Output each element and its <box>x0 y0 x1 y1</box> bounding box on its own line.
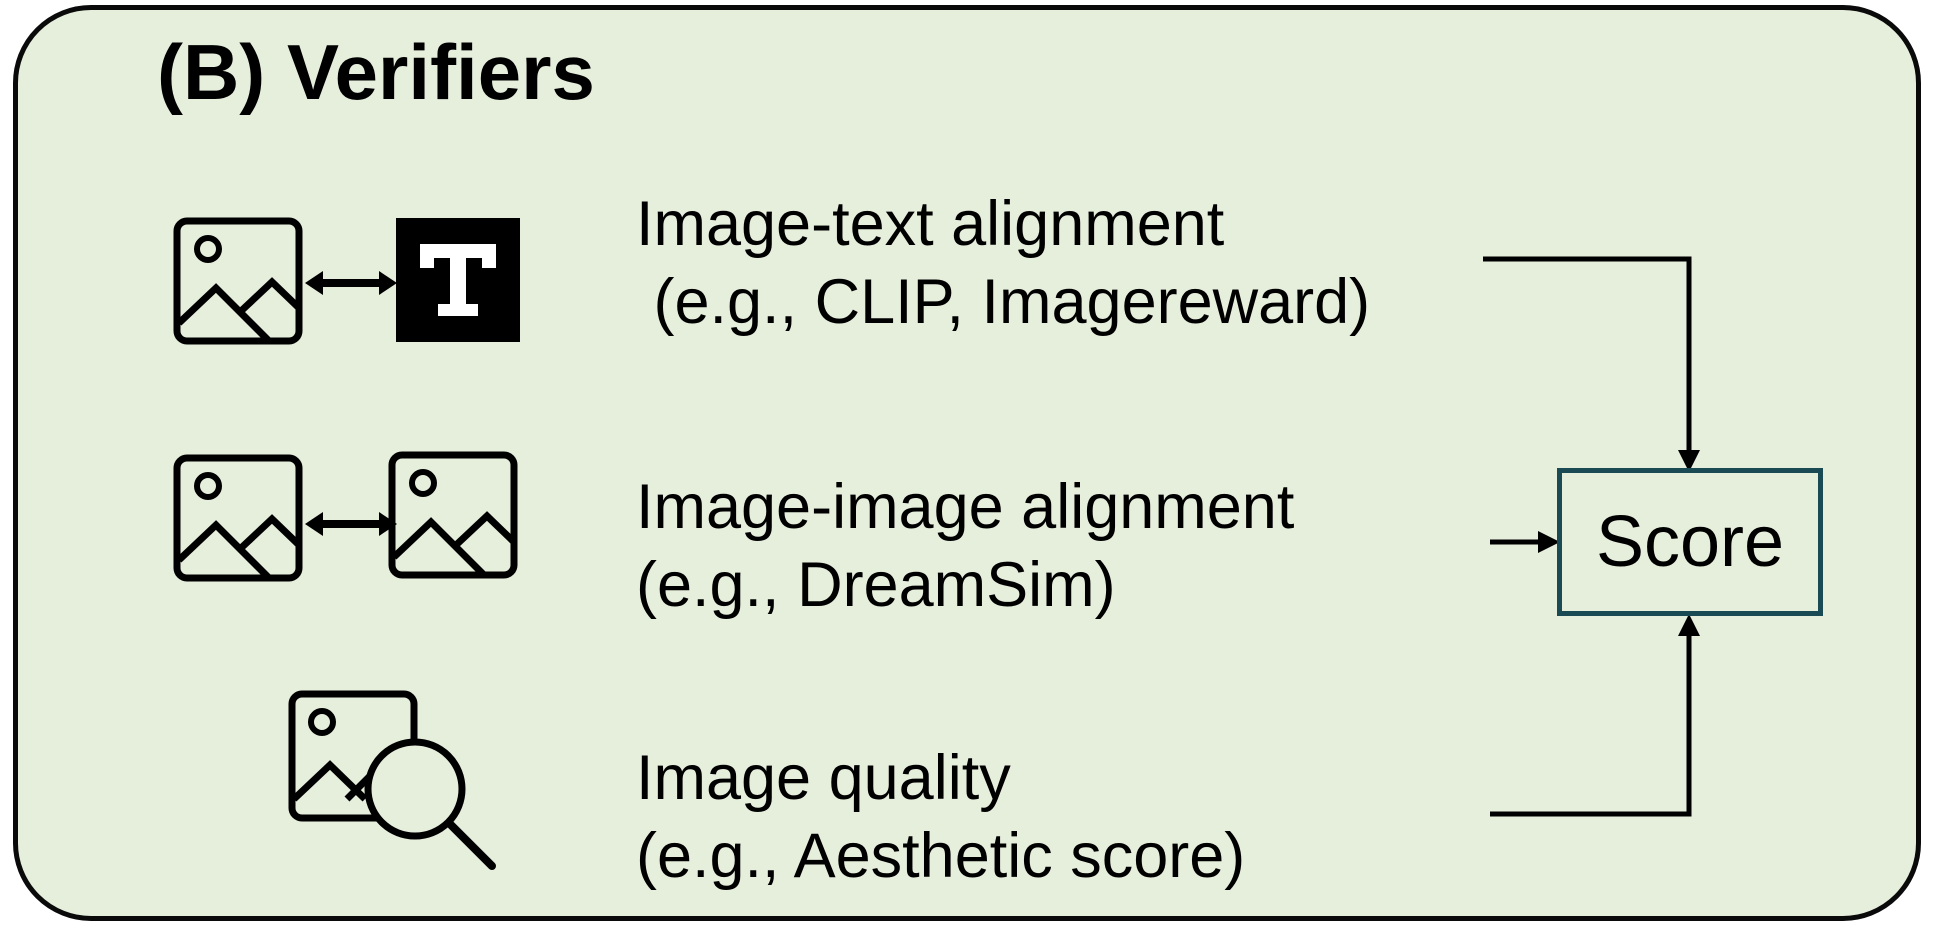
double-arrow-icon <box>305 271 397 295</box>
verifier-title: Image-image alignment <box>636 472 1295 542</box>
verifier-title: Image quality <box>636 743 1011 813</box>
image-search-icon <box>288 690 496 870</box>
image-icon <box>173 454 303 582</box>
verifier-image-quality: Image quality (e.g., Aesthetic score) <box>636 739 1245 895</box>
image-icon <box>173 217 303 345</box>
panel-title: (B) Verifiers <box>157 28 595 116</box>
verifier-image-image-alignment: Image-image alignment (e.g., DreamSim) <box>636 468 1294 624</box>
verifier-examples: (e.g., DreamSim) <box>636 550 1116 620</box>
verifier-title: Image-text alignment <box>636 189 1225 259</box>
arrowhead-middle <box>1538 531 1560 553</box>
verifier-examples: (e.g., CLIP, Imagereward) <box>636 267 1371 337</box>
verifier-examples: (e.g., Aesthetic score) <box>636 821 1246 891</box>
arrowhead-bottom <box>1678 614 1700 636</box>
score-label: Score <box>1595 502 1785 582</box>
verifier-image-text-alignment: Image-text alignment (e.g., CLIP, Imager… <box>636 185 1370 341</box>
score-box: Score <box>1557 468 1823 616</box>
double-arrow-icon <box>305 512 397 536</box>
text-icon <box>396 218 520 342</box>
image-icon <box>388 451 518 579</box>
connector-bottom <box>1490 632 1692 817</box>
connector-top <box>1483 256 1692 452</box>
arrowhead-top <box>1678 450 1700 472</box>
